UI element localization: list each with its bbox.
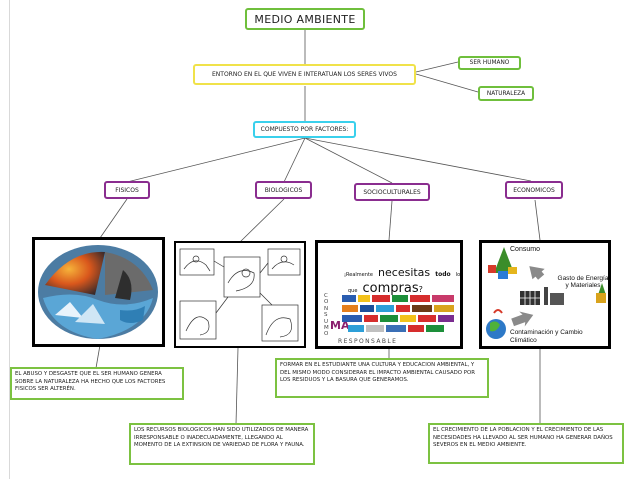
social-headline: ¡Realmente necesitas todo lo xyxy=(344,261,460,280)
contaminacion-label: Contaminación y Cambio Climático xyxy=(510,329,583,344)
connector-fisicos-text xyxy=(95,344,101,369)
social-headline-2: que compras? xyxy=(348,277,423,296)
arrow-icon xyxy=(529,266,545,280)
socioculturales-description: FORMAR EN EL ESTUDIANTE UNA CULTURA Y ED… xyxy=(275,358,489,398)
headline-prefix: ¡Realmente xyxy=(344,272,373,278)
page-edge xyxy=(9,0,10,479)
connector-composed-economicos xyxy=(304,137,532,182)
factor-socioculturales: SOCIOCULTURALES xyxy=(354,183,430,201)
headline-big: necesitas xyxy=(378,266,431,279)
brand-logos-icon xyxy=(342,295,454,332)
logo-ma: MA xyxy=(330,319,350,332)
connector-socio-image xyxy=(388,200,393,241)
biologicos-description: LOS RECURSOS BIOLOGICOS HAN SIDO UTILIZA… xyxy=(129,423,315,465)
connector-fisicos-image xyxy=(99,198,128,239)
factor-economicos: ECONOMICOS xyxy=(505,181,563,199)
economicos-image: Consumo Gasto de Energía y Materiales Co… xyxy=(479,240,611,349)
connector-composed-fisicos xyxy=(126,137,306,183)
landscape-collage-icon xyxy=(38,245,158,339)
headline2-prefix: que xyxy=(348,288,358,294)
factor-biologicos: BIOLOGICOS xyxy=(255,181,312,199)
responsable-label: RESPONSABLE xyxy=(338,338,398,345)
fisicos-image xyxy=(32,237,165,347)
sketch-animals-icon xyxy=(176,243,304,346)
definition-node: ENTORNO EN EL QUE VIVEN E INTERATUAN LOS… xyxy=(193,64,416,85)
gasto-label: Gasto de Energía y Materiales xyxy=(557,275,609,289)
connector-definition-naturaleza xyxy=(415,73,479,93)
connector-definition-ser-humano xyxy=(415,61,459,73)
economy-cycle-icon xyxy=(486,247,606,339)
connector-economicos-image xyxy=(534,199,541,241)
headline-suffix: lo xyxy=(455,272,461,278)
socioculturales-image: ¡Realmente necesitas todo lo que compras… xyxy=(315,240,463,349)
ser-humano-node: SER HUMANO xyxy=(458,56,521,70)
economicos-description: EL CRECIMIENTO DE LA POBLACION Y EL CREC… xyxy=(428,423,624,464)
title-node: MEDIO AMBIENTE xyxy=(245,8,365,30)
connector-biologicos-text xyxy=(235,347,239,425)
headline2-big: compras xyxy=(362,281,419,296)
headline2-suffix: ? xyxy=(418,285,423,294)
fisicos-description: EL ABUSO Y DESGASTE QUE EL SER HUMANO GE… xyxy=(10,367,184,400)
tree-icon xyxy=(494,247,514,273)
connector-composed-biologicos xyxy=(283,137,306,183)
factory-icon xyxy=(544,287,548,305)
consumo-vertical: CONSUMO xyxy=(324,293,329,338)
composed-node: COMPUESTO POR FACTORES: xyxy=(253,121,356,138)
consumo-label: Consumo xyxy=(510,246,540,253)
naturaleza-node: NATURALEZA xyxy=(478,86,534,101)
factor-fisicos: FISICOS xyxy=(104,181,150,199)
connector-composed-socioculturales xyxy=(304,137,393,184)
biologicos-image xyxy=(174,241,306,348)
connector-biologicos-image xyxy=(239,198,285,243)
headline-bold: todo xyxy=(435,271,451,278)
